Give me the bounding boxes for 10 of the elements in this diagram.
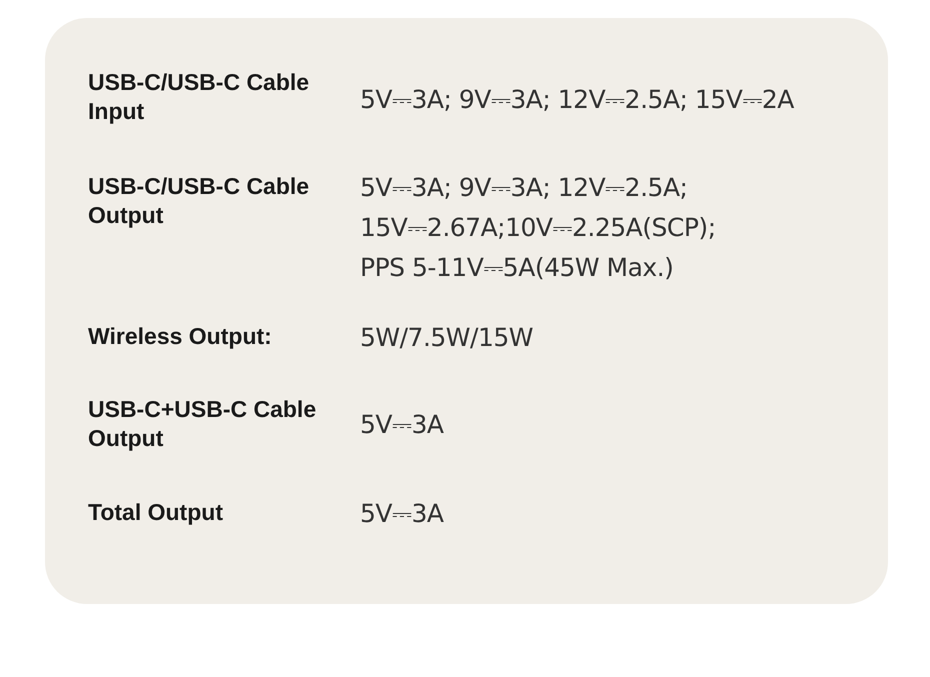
row-label: USB-C/USB-C Cable Output [88,172,310,230]
spec-value: 5V⎓3A; 9V⎓3A; 12V⎓2.5A; 15V⎓2A [360,84,795,116]
row-label: USB-C+USB-C Cable Output [88,395,318,453]
spec-value: 5V⎓3A [360,409,445,441]
row-label: USB-C/USB-C Cable Input [88,68,310,126]
row-label: Wireless Output: [88,322,273,351]
row-label: Total Output [88,498,224,527]
spec-value: 5W/7.5W/15W [360,322,534,354]
spec-value: 5V⎓3A [360,498,445,530]
spec-value: 5V⎓3A; 9V⎓3A; 12V⎓2.5A; 15V⎓2.67A;10V⎓2.25A(SCP); PPS 5-11V⎓5A(45W Max.) [360,172,717,284]
